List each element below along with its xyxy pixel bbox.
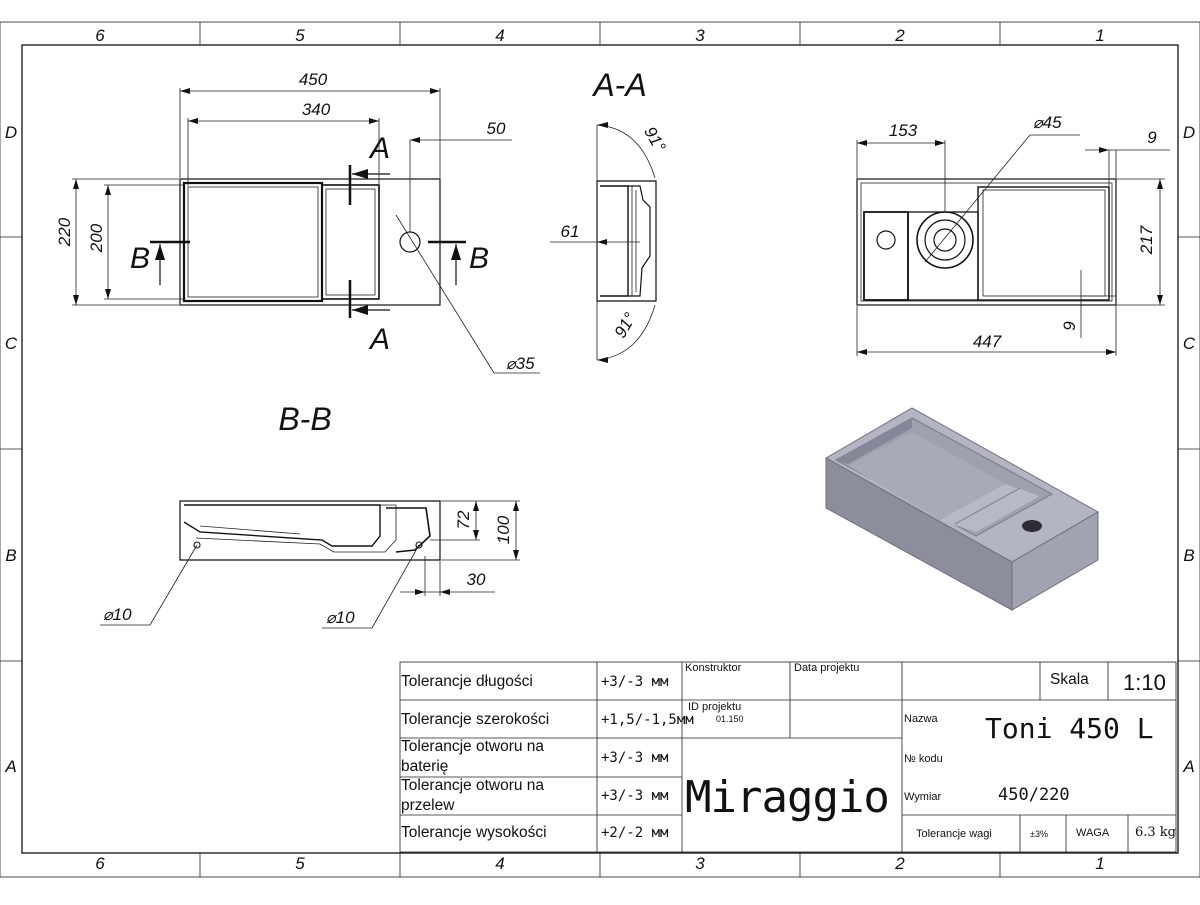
tol-overflow-label-1: Tolerancje otworu na: [401, 777, 544, 794]
brand-logo: Miraggio: [685, 772, 889, 823]
column-label: 2: [894, 854, 905, 873]
tol-wagi-label: Tolerancje wagi: [916, 828, 992, 840]
row-label: C: [1183, 334, 1196, 353]
row-label: D: [1183, 123, 1195, 142]
row-label: A: [1182, 757, 1194, 776]
row-label: C: [5, 334, 18, 353]
dim-rim-bottom: 9: [1060, 321, 1079, 331]
dim-bowl-width: 200: [87, 223, 106, 253]
dim-hole-right: ⌀10: [326, 608, 355, 627]
tol-wagi-value: ±3%: [1030, 829, 1048, 839]
data-projektu-label: Data projektu: [794, 662, 859, 674]
title-block: Tolerancje długości +3/-3 мм Tolerancje …: [399, 661, 1177, 853]
row-label: D: [5, 123, 17, 142]
section-bb-view: B-B 72 100 30 ⌀10 ⌀1: [100, 401, 520, 629]
dim-tap-position: 153: [889, 121, 918, 140]
tol-tap-hole-label-1: Tolerancje otworu na: [401, 738, 544, 755]
column-label: 3: [695, 854, 705, 873]
dim-hole-right-value: 10: [336, 608, 355, 627]
tol-length-label: Tolerancje długości: [401, 673, 533, 690]
konstruktor-label: Konstruktor: [685, 662, 742, 674]
dim-width: 220: [55, 217, 74, 247]
nazwa-label: Nazwa: [904, 713, 939, 725]
row-labels-left: D C B A: [4, 123, 18, 776]
tol-length-value: +3/-3 мм: [601, 674, 669, 690]
row-label: B: [1183, 546, 1194, 565]
column-label: 1: [1095, 854, 1104, 873]
id-projektu-value: 01.150: [716, 714, 744, 724]
dim-tap-offset: 50: [487, 119, 506, 138]
column-label: 4: [495, 854, 504, 873]
dim-tap-block: 30: [467, 570, 486, 589]
tol-width-label: Tolerancje szerokości: [401, 711, 549, 728]
dim-bowl-depth: 72: [454, 510, 473, 529]
waga-value: 6.3 kg: [1135, 825, 1176, 840]
tol-height-value: +2/-2 мм: [601, 825, 669, 841]
id-projektu-label: ID projektu: [688, 701, 741, 713]
dim-angle-top: 91°: [640, 123, 669, 155]
product-name: Toni 450 L: [985, 712, 1154, 745]
waga-label: WAGA: [1076, 827, 1110, 839]
section-mark-b-right: B: [469, 242, 489, 275]
dim-length-inner: 447: [973, 332, 1002, 351]
column-label: 6: [95, 26, 105, 45]
tol-width-value: +1,5/-1,5мм: [601, 712, 694, 728]
tol-overflow-value: +3/-3 мм: [601, 788, 669, 804]
basin-3d-render: [824, 407, 1100, 611]
section-bb-title: B-B: [278, 401, 331, 437]
section-aa-view: A-A 91° 61 91°: [550, 67, 670, 363]
dim-length: 450: [299, 70, 328, 89]
dim-tap-hole-value: 35: [516, 354, 535, 373]
column-label: 4: [495, 26, 504, 45]
column-label: 2: [894, 26, 905, 45]
row-label: B: [5, 546, 16, 565]
column-label: 3: [695, 26, 705, 45]
column-label: 1: [1095, 26, 1104, 45]
tol-tap-hole-label-2: baterię: [401, 758, 448, 775]
section-mark-b-left: B: [130, 242, 150, 275]
wymiar-value: 450/220: [998, 785, 1070, 805]
section-mark-a-top: A: [368, 132, 390, 165]
dim-rim-top: 9: [1147, 128, 1157, 147]
dim-height: 100: [494, 515, 513, 544]
dim-angle-bottom: 91°: [611, 309, 640, 341]
wymiar-label: Wymiar: [904, 791, 942, 803]
tol-overflow-label-2: przelew: [401, 797, 455, 814]
kod-label: № kodu: [904, 753, 943, 765]
dim-bowl-length: 340: [302, 100, 331, 119]
dim-width-inner: 217: [1137, 225, 1156, 255]
skala-label: Skala: [1050, 671, 1089, 688]
row-label: A: [4, 757, 16, 776]
dim-drain: ⌀45: [1033, 113, 1062, 132]
column-labels-top: 6 5 4 3 2 1: [95, 26, 1104, 45]
column-labels-bottom: 6 5 4 3 2 1: [95, 854, 1104, 873]
dim-hole-left-value: 10: [113, 605, 132, 624]
back-view: 153 ⌀45 9 217 9 447: [856, 113, 1170, 356]
skala-value: 1:10: [1123, 670, 1166, 695]
dim-wall: 61: [561, 222, 580, 241]
sheet-frame: [0, 21, 1200, 878]
dim-drain-value: 45: [1043, 113, 1062, 132]
column-label: 5: [295, 26, 305, 45]
tol-height-label: Tolerancje wysokości: [401, 824, 547, 841]
tol-tap-hole-value: +3/-3 мм: [601, 750, 669, 766]
row-labels-right: D C B A: [1182, 123, 1196, 776]
dim-tap-hole: ⌀35: [506, 354, 535, 373]
section-aa-title: A-A: [591, 67, 646, 103]
top-view: 450 340 50 220 200 ⌀35 A A B B: [55, 70, 540, 374]
column-label: 6: [95, 854, 105, 873]
section-mark-a-bottom: A: [368, 323, 390, 356]
column-label: 5: [295, 854, 305, 873]
dim-hole-left: ⌀10: [103, 605, 132, 624]
